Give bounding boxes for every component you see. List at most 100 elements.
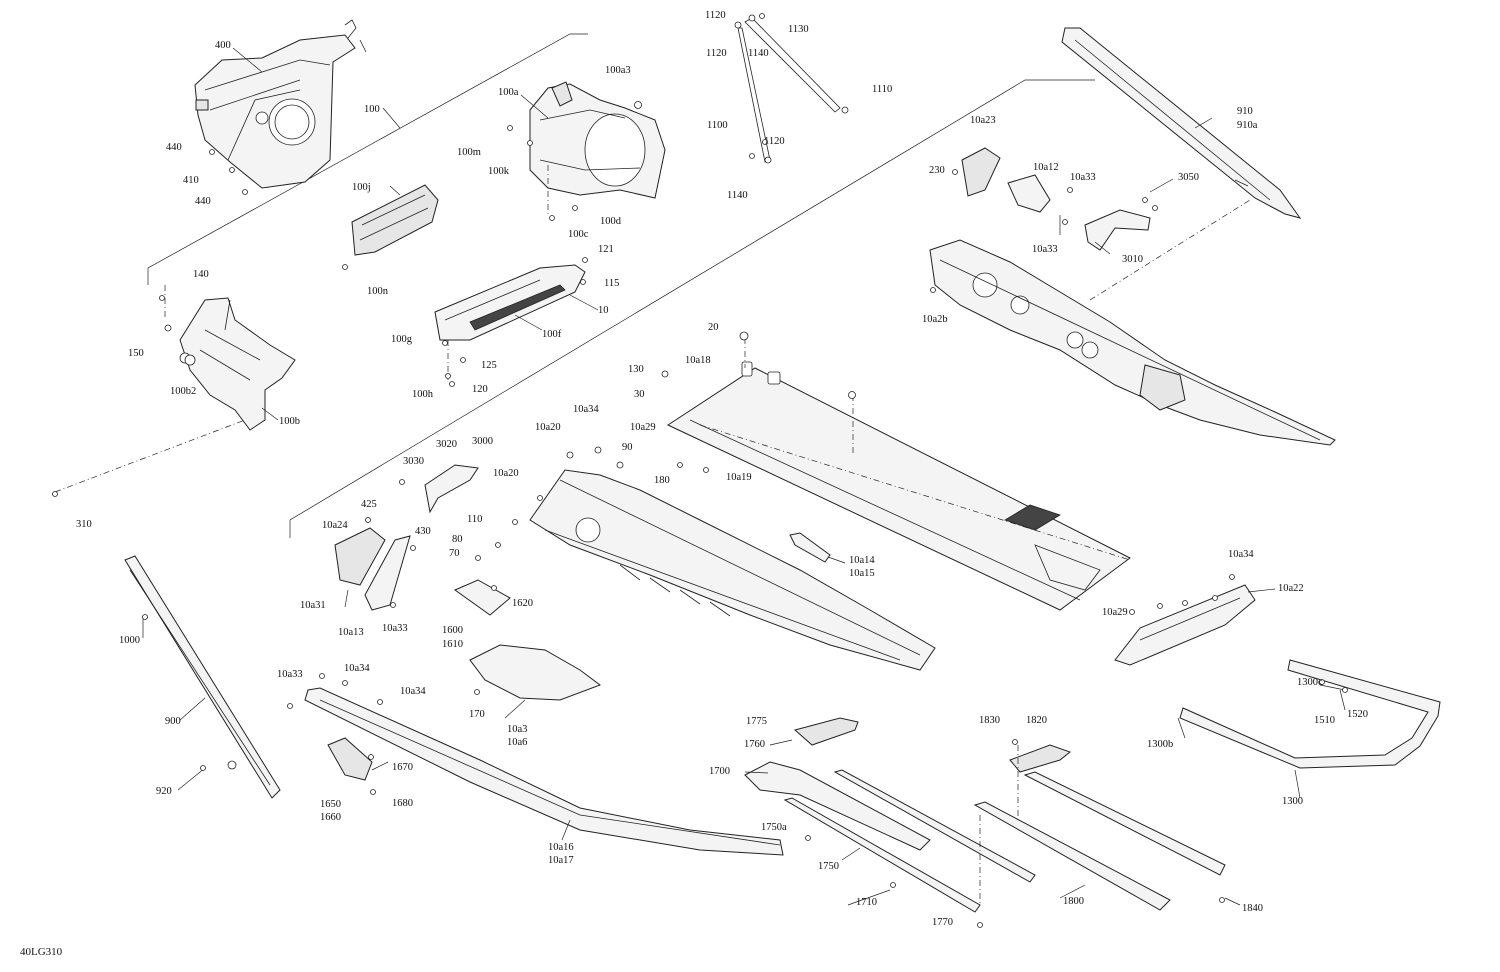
label-10a16: 10a16 bbox=[548, 842, 574, 853]
label-1110: 1110 bbox=[872, 84, 892, 95]
label-1130: 1130 bbox=[788, 24, 809, 35]
label-10a12: 10a12 bbox=[1033, 162, 1059, 173]
label-10a33-c: 10a33 bbox=[382, 623, 408, 634]
label-1510: 1510 bbox=[1314, 715, 1335, 726]
part-1840-rail bbox=[1023, 771, 1226, 876]
label-121: 121 bbox=[598, 244, 614, 255]
part-1760 bbox=[793, 717, 859, 746]
label-10a17: 10a17 bbox=[548, 855, 574, 866]
label-910a: 910a bbox=[1237, 120, 1258, 131]
label-1770: 1770 bbox=[932, 917, 953, 928]
part-100j-plate bbox=[351, 184, 439, 256]
label-1750: 1750 bbox=[818, 861, 839, 872]
label-900: 900 bbox=[165, 716, 181, 727]
label-10a33-b: 10a33 bbox=[1032, 244, 1058, 255]
label-10a34: 10a34 bbox=[573, 404, 599, 415]
part-1600 bbox=[453, 579, 511, 616]
label-1300: 1300 bbox=[1282, 796, 1303, 807]
label-120: 120 bbox=[472, 384, 488, 395]
label-10a6: 10a6 bbox=[507, 737, 527, 748]
label-100a: 100a bbox=[498, 87, 519, 98]
label-100k: 100k bbox=[488, 166, 510, 177]
label-1680: 1680 bbox=[392, 798, 413, 809]
label-10a3: 10a3 bbox=[507, 724, 527, 735]
label-910: 910 bbox=[1237, 106, 1253, 117]
label-90: 90 bbox=[622, 442, 633, 453]
label-10a29-r: 10a29 bbox=[1102, 607, 1128, 618]
label-1520: 1520 bbox=[1347, 709, 1368, 720]
label-110: 110 bbox=[467, 514, 482, 525]
part-1650-footrest bbox=[327, 737, 373, 781]
label-130: 130 bbox=[628, 364, 644, 375]
label-100m: 100m bbox=[457, 147, 481, 158]
label-3030: 3030 bbox=[403, 456, 424, 467]
part-1710-rail bbox=[833, 769, 1036, 883]
assembly-bracket-lines bbox=[147, 33, 1095, 538]
label-425: 425 bbox=[361, 499, 377, 510]
part-10-chassis bbox=[529, 469, 936, 671]
label-100b: 100b bbox=[279, 416, 300, 427]
label-10a33-a: 10a33 bbox=[1070, 172, 1096, 183]
part-1100-1110-rods bbox=[734, 14, 849, 164]
part-10a23 bbox=[961, 147, 1001, 197]
label-100g: 100g bbox=[391, 334, 413, 345]
part-3010 bbox=[1084, 209, 1151, 251]
label-1120-b: 1120 bbox=[706, 48, 727, 59]
part-100b-rear-support bbox=[179, 297, 296, 431]
label-150: 150 bbox=[128, 348, 144, 359]
label-1760: 1760 bbox=[744, 739, 765, 750]
label-1820: 1820 bbox=[1026, 715, 1047, 726]
label-1670: 1670 bbox=[392, 762, 413, 773]
label-1120-a: 1120 bbox=[705, 10, 726, 21]
label-1600: 1600 bbox=[442, 625, 463, 636]
label-180: 180 bbox=[654, 475, 670, 486]
label-1750a: 1750a bbox=[761, 822, 787, 833]
label-10a20-a: 10a20 bbox=[535, 422, 561, 433]
leader-lines bbox=[142, 47, 1346, 906]
label-440-bottom: 440 bbox=[195, 196, 211, 207]
label-1300c: 1300c bbox=[1297, 677, 1323, 688]
label-1140-b: 1140 bbox=[727, 190, 748, 201]
label-440-top: 440 bbox=[166, 142, 182, 153]
label-125: 125 bbox=[481, 360, 497, 371]
label-920: 920 bbox=[156, 786, 172, 797]
part-1820 bbox=[1009, 744, 1072, 773]
label-10a24: 10a24 bbox=[322, 520, 348, 531]
label-1800: 1800 bbox=[1063, 896, 1084, 907]
part-100f-panel bbox=[434, 264, 586, 341]
label-100a3: 100a3 bbox=[605, 65, 631, 76]
label-10a14: 10a14 bbox=[849, 555, 875, 566]
label-10a34-c: 10a34 bbox=[400, 686, 426, 697]
label-100c: 100c bbox=[568, 229, 589, 240]
label-100f: 100f bbox=[542, 329, 562, 340]
label-400: 400 bbox=[215, 40, 231, 51]
label-1840: 1840 bbox=[1242, 903, 1263, 914]
label-1000: 1000 bbox=[119, 635, 140, 646]
running-boards-group bbox=[744, 717, 1226, 913]
label-310: 310 bbox=[76, 519, 92, 530]
label-10: 10 bbox=[598, 305, 609, 316]
label-10a2b: 10a2b bbox=[922, 314, 948, 325]
label-1700: 1700 bbox=[709, 766, 730, 777]
diagram-id: 40LG310 bbox=[20, 946, 63, 958]
part-1800 bbox=[973, 801, 1171, 911]
label-100j: 100j bbox=[352, 182, 371, 193]
label-230: 230 bbox=[929, 165, 945, 176]
label-115: 115 bbox=[604, 278, 619, 289]
label-1830: 1830 bbox=[979, 715, 1000, 726]
label-410: 410 bbox=[183, 175, 199, 186]
label-1775: 1775 bbox=[746, 716, 767, 727]
label-10a23: 10a23 bbox=[970, 115, 996, 126]
label-3050: 3050 bbox=[1178, 172, 1199, 183]
label-10a15: 10a15 bbox=[849, 568, 875, 579]
label-1650: 1650 bbox=[320, 799, 341, 810]
label-10a18: 10a18 bbox=[685, 355, 711, 366]
label-3020: 3020 bbox=[436, 439, 457, 450]
label-1120-c: 1120 bbox=[764, 136, 785, 147]
bracket-line-10 bbox=[289, 79, 1095, 538]
part-10a16-bumper-rail bbox=[304, 687, 784, 856]
part-10a2b-tunnel-side bbox=[929, 239, 1336, 446]
alignment-lines bbox=[54, 165, 1251, 905]
part-10a12 bbox=[1007, 174, 1051, 213]
